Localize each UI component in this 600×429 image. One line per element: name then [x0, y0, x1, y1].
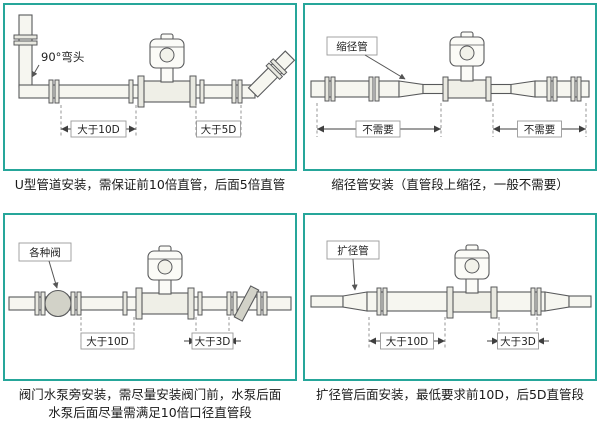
callout-elbow: 90°弯头	[31, 50, 84, 78]
expander-frame: 扩径管 大于10D 大于3D	[303, 213, 597, 381]
reducer-cone	[544, 291, 570, 312]
dimension-right: 大于5D	[195, 105, 242, 138]
dim-right-label: 大于3D	[500, 335, 536, 348]
reducer-frame: 缩径管 不需要 不需要	[303, 3, 597, 171]
flowmeter-graphic	[446, 244, 498, 319]
callout-reducer: 缩径管	[326, 36, 406, 80]
reducer-caption: 缩径管安装（直管段上缩径，一般不需要）	[331, 177, 569, 192]
dim-left-label: 不需要	[362, 124, 394, 136]
dimension-left: 大于10D	[80, 317, 135, 350]
callout-text: 各种阀	[29, 246, 61, 259]
dimension-right: 大于3D	[184, 317, 241, 350]
pipe-graphic	[310, 76, 590, 102]
flowmeter-graphic	[137, 33, 197, 108]
u-pipe-diagram: 90°弯头 大于10D 大于5D	[13, 14, 296, 138]
pipe-graphic	[310, 287, 592, 316]
callout-text: 扩径管	[337, 244, 369, 257]
panel-valve-pump: 各种阀 大于10D 大于3D	[3, 213, 297, 422]
expander-caption: 扩径管后面安装，最低要求前10D，后5D直管段	[315, 387, 585, 402]
dim-left-label: 大于10D	[77, 123, 119, 136]
dim-right-label: 不需要	[524, 124, 556, 136]
flowmeter-graphic	[442, 31, 492, 102]
callout-text: 90°弯头	[41, 50, 84, 64]
flowmeter-graphic	[135, 245, 195, 320]
dimension-left: 不需要	[316, 103, 442, 138]
dimension-left: 大于10D	[60, 105, 137, 138]
dim-right-label: 大于5D	[201, 123, 237, 136]
u-pipe-frame: 90°弯头 大于10D 大于5D	[3, 3, 297, 171]
expander-cone	[342, 291, 368, 312]
panel-reducer: 缩径管 不需要 不需要 缩径管安装（直管	[303, 3, 597, 207]
dim-right-label: 大于3D	[195, 335, 231, 348]
dimension-right: 大于3D	[487, 317, 549, 350]
callout-valves: 各种阀	[18, 242, 72, 289]
expander-diagram: 扩径管 大于10D 大于3D	[310, 240, 592, 350]
dimension-left: 大于10D	[368, 317, 446, 350]
callout-expander: 扩径管	[326, 240, 380, 291]
valve-pump-frame: 各种阀 大于10D 大于3D	[3, 213, 297, 381]
butterfly-valve-graphic	[233, 285, 260, 322]
reducer-cone	[398, 80, 424, 98]
expander-cone	[510, 80, 536, 98]
panel-expander: 扩径管 大于10D 大于3D	[303, 213, 597, 422]
callout-text: 缩径管	[336, 40, 368, 53]
panel-u-pipe: 90°弯头 大于10D 大于5D U型管	[3, 3, 297, 207]
valve-pump-diagram: 各种阀 大于10D 大于3D	[8, 242, 292, 350]
valve-pump-caption-line1: 阀门水泵旁安装，需尽量安装阀门前，水泵后面	[18, 387, 282, 402]
dim-left-label: 大于10D	[386, 335, 428, 348]
u-pipe-caption: U型管道安装，需保证前10倍直管，后面5倍直管	[14, 177, 286, 192]
ball-valve-graphic	[44, 289, 72, 318]
reducer-diagram: 缩径管 不需要 不需要	[310, 31, 590, 138]
dim-left-label: 大于10D	[86, 335, 128, 348]
dimension-right: 不需要	[492, 103, 587, 138]
valve-pump-caption-line2: 水泵后面尽量需满足10倍口径直管段	[48, 404, 252, 420]
